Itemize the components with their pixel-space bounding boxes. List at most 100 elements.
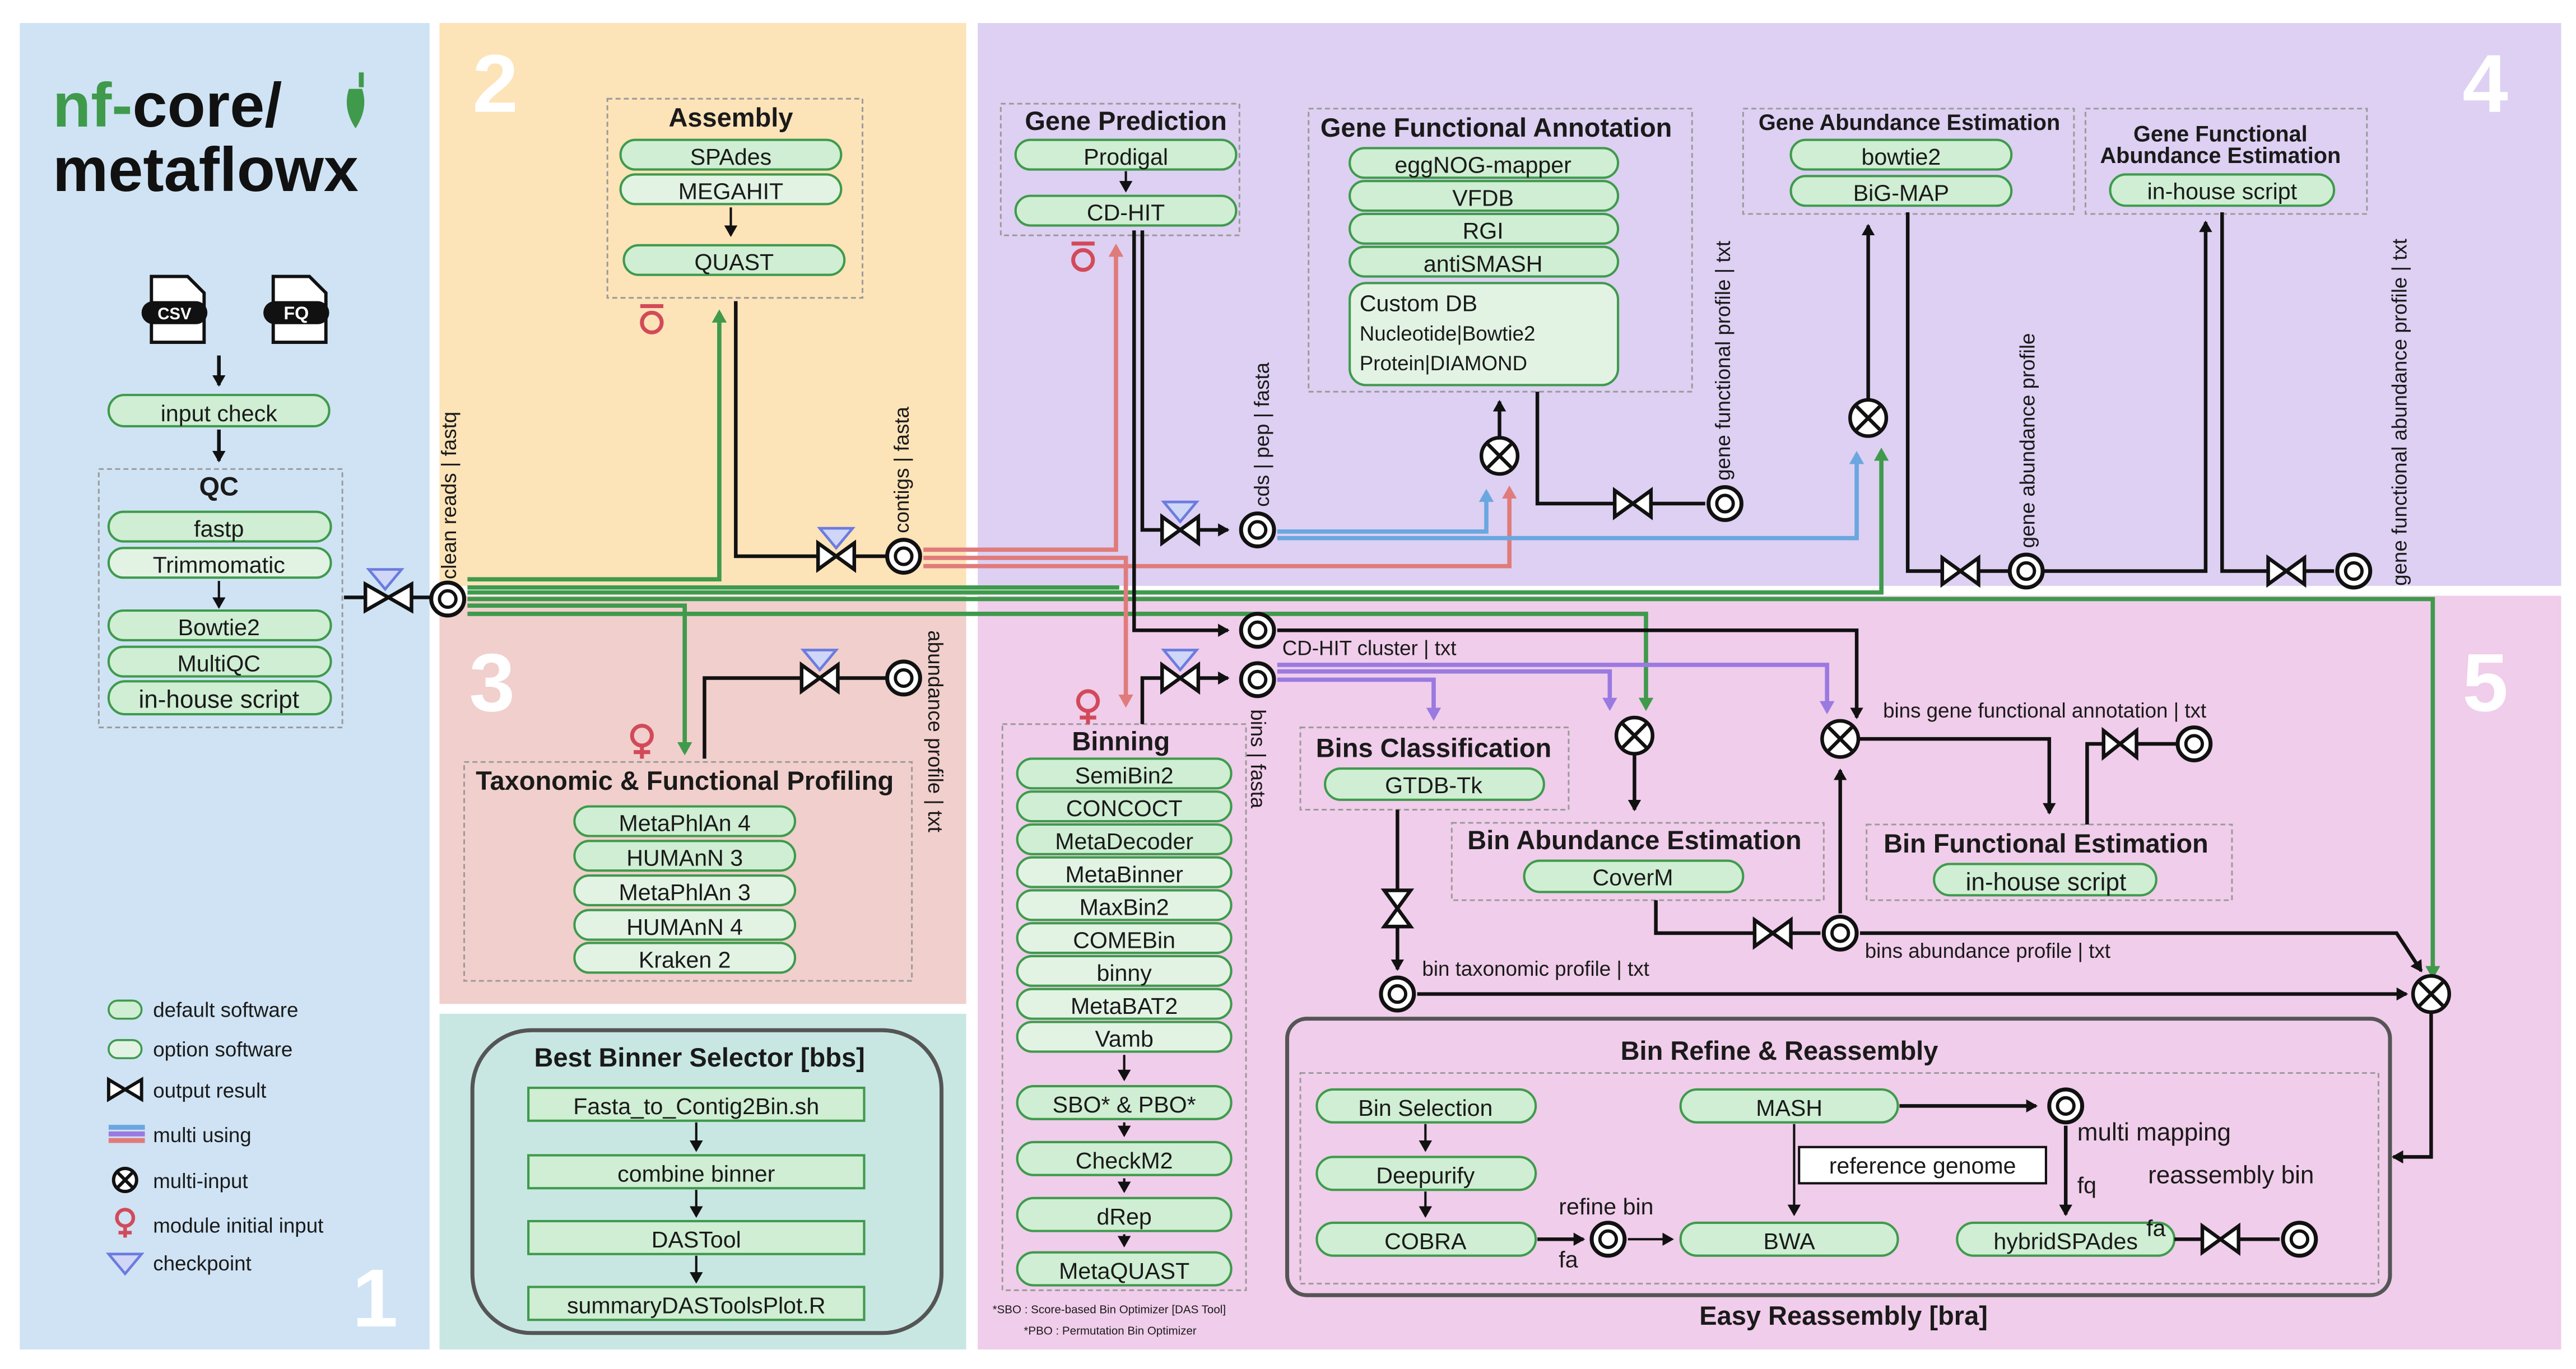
input-check-label: input check [161,401,277,426]
svg-text:SemiBin2: SemiBin2 [1075,762,1174,788]
qc-title: QC [199,471,239,501]
svg-text:nf-core/: nf-core/ [53,70,282,140]
cdhit-cluster-node[interactable] [1239,612,1276,649]
bins-abund-profile-node[interactable] [1821,914,1859,952]
svg-text:MetaBAT2: MetaBAT2 [1071,993,1178,1019]
edge-abundance-profile: abundance profile | txt [924,630,947,832]
gene-func-profile-node[interactable] [1707,485,1743,522]
bin-func-output-node[interactable] [2175,725,2213,762]
refine-bin-label: refine bin [1559,1194,1653,1219]
assembly-title: Assembly [668,103,793,132]
svg-text:MetaQUAST: MetaQUAST [1059,1258,1189,1284]
edge-gene-func-profile: gene functional profile | txt [1712,241,1735,481]
edge-gene-func-abund-profile: gene functional abundance profile | txt [2388,239,2411,586]
svg-text:output result: output result [153,1079,266,1102]
legend-checkpoint-icon [105,1252,145,1276]
binning-initial-input-icon [1076,689,1100,724]
svg-text:option software: option software [153,1038,292,1061]
bins-class-title: Bins Classification [1316,733,1552,762]
refine-hybridspades: hybridSPAdes [1993,1228,2138,1254]
footnote-pbo: *PBO : Permutation Bin Optimizer [1024,1325,1196,1338]
gene-abund-profile-node[interactable] [2007,552,2045,590]
assembly-spades: SPAdes [690,144,772,170]
refine-fq-label: fq [2077,1172,2096,1198]
svg-text:MetaDecoder: MetaDecoder [1055,828,1193,854]
svg-text:Kraken 2: Kraken 2 [639,947,731,973]
qc-trimmomatic: Trimmomatic [153,552,285,578]
input-check-pill[interactable] [107,394,331,427]
refine-title: Bin Refine & Reassembly [1621,1036,1938,1065]
profiling-initial-input-icon [630,724,654,759]
qc-multiqc: MultiQC [177,651,261,677]
multi-mapping-node[interactable] [2047,1087,2085,1125]
svg-text:default software: default software [153,999,298,1022]
svg-text:dRep: dRep [1096,1204,1151,1230]
gae-title: Gene Abundance Estimation [1759,110,2060,135]
bbs-title: Best Binner Selector [bbs] [534,1042,865,1072]
bin-func-title: Bin Functional Estimation [1884,828,2208,858]
bin-func-multi-input-icon[interactable] [1820,719,1861,759]
gfa-multi-input-icon[interactable] [1479,436,1520,476]
legend: default software option software output … [105,999,323,1276]
contigs-node[interactable] [885,538,922,575]
refine-deepurify: Deepurify [1376,1162,1475,1188]
refine-fa-label-2: fa [2146,1215,2165,1241]
gfae-title-2: Abundance Estimation [2100,143,2341,168]
gfa-box [1308,108,1693,393]
svg-text:Nucleotide|Bowtie2: Nucleotide|Bowtie2 [1360,322,1536,345]
svg-text:multi using: multi using [153,1124,252,1147]
panel-number-3: 3 [469,637,515,729]
bins-node[interactable] [1239,661,1276,699]
binning-box [1001,723,1247,1291]
gae-bigmap: BiG-MAP [1853,180,1949,206]
qc-box [97,468,343,729]
svg-text:HUMAnN 4: HUMAnN 4 [626,914,743,940]
refine-bin-node[interactable] [1589,1221,1627,1258]
reference-genome-label: reference genome [1829,1153,2016,1179]
profiling-items: MetaPhlAn 4 HUMAnN 3 MetaPhlAn 3 HUMAnN … [573,805,797,974]
panel-2 [439,23,966,586]
refine-fa-label: fa [1559,1246,1578,1272]
bin-abund-multi-input-icon[interactable] [1614,715,1654,756]
apple-core-icon [346,72,365,129]
reassembly-output-node[interactable] [2281,1221,2318,1258]
qc-fastp: fastp [194,516,244,542]
edge-gene-abund-profile: gene abundance profile [2016,333,2039,548]
gfa-items: eggNOG-mapper VFDB RGI antiSMASH Custom … [1349,147,1620,387]
svg-text:VFDB: VFDB [1452,185,1514,211]
bin-tax-profile-node[interactable] [1379,975,1416,1013]
svg-text:CONCOCT: CONCOCT [1066,795,1183,821]
svg-text:CSV: CSV [157,305,192,323]
svg-text:CheckM2: CheckM2 [1076,1148,1173,1174]
bin-func-inhouse: in-house script [1966,868,2127,896]
svg-text:MetaPhlAn 3: MetaPhlAn 3 [619,879,750,905]
edge-clean-reads: clean reads | fastq [438,412,461,579]
gene-prediction-box [999,103,1240,236]
bbs-box [470,1028,944,1335]
gene-func-abund-profile-node[interactable] [2335,552,2373,590]
cds-node[interactable] [1239,511,1276,548]
refine-bin-selection: Bin Selection [1358,1095,1492,1121]
gae-bowtie2: bowtie2 [1862,144,1941,170]
svg-text:HUMAnN 3: HUMAnN 3 [626,845,743,870]
refine-inner-box [1299,1072,2379,1285]
svg-text:COMEBin: COMEBin [1073,927,1175,953]
checkpoint-icon [366,568,404,592]
refine-mash: MASH [1756,1095,1822,1121]
panel-4 [978,23,2561,586]
abundance-profile-node[interactable] [885,659,922,697]
edge-bin-tax-profile: bin taxonomic profile | txt [1422,957,1649,980]
reassembly-multi-input-icon[interactable] [2411,974,2451,1014]
svg-text:antiSMASH: antiSMASH [1424,251,1543,277]
clean-reads-node[interactable] [429,580,467,618]
assembly-quast: QUAST [695,249,774,275]
gae-multi-input-icon[interactable] [1848,398,1889,438]
svg-text:Custom DB: Custom DB [1360,290,1477,316]
svg-text:summaryDASToolsPlot.R: summaryDASToolsPlot.R [567,1293,826,1319]
qc-inhouse: in-house script [138,686,299,713]
reassembly-bin-label: reassembly bin [2148,1161,2314,1189]
binning-items: SemiBin2 CONCOCT MetaDecoder MetaBinner … [1016,757,1233,1287]
svg-text:binny: binny [1096,960,1152,986]
assembly-initial-input-icon [640,304,664,335]
